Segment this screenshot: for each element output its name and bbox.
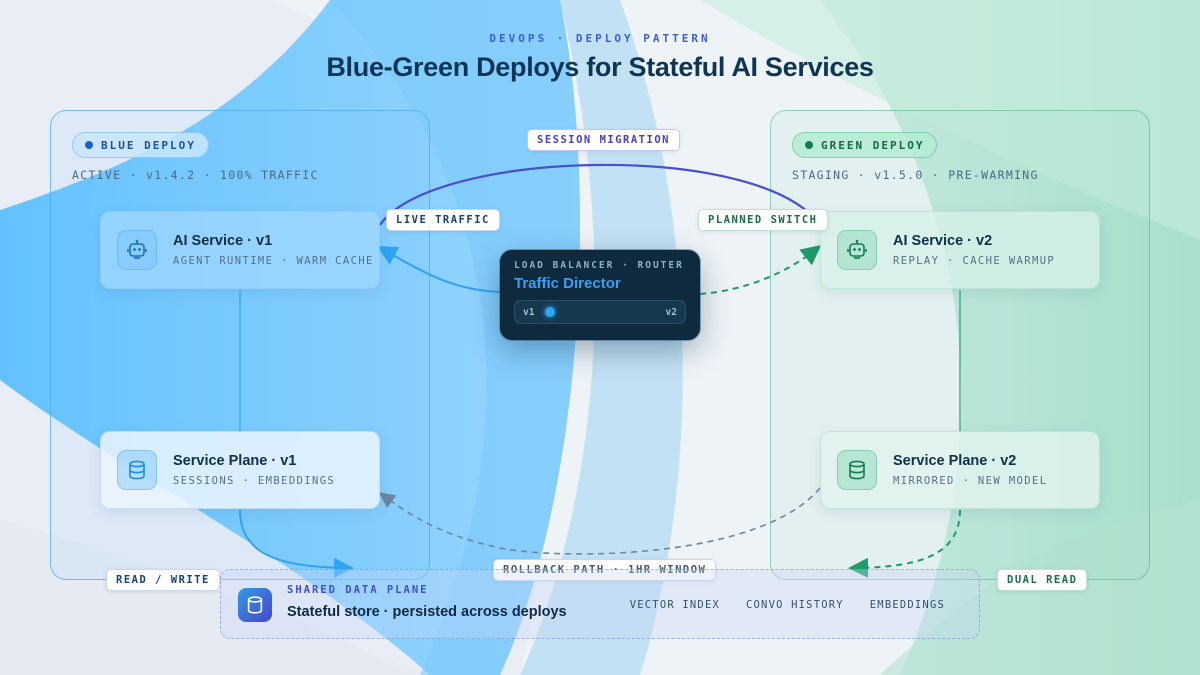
- robot-icon: [837, 230, 877, 270]
- page-eyebrow: DEVOPS · DEPLOY PATTERN: [489, 32, 711, 45]
- rollback-path-line: [378, 487, 821, 555]
- traffic-director-card[interactable]: LOAD BALANCER · ROUTER Traffic Director …: [500, 250, 700, 340]
- card-title: AI Service · v1: [173, 233, 273, 249]
- card-subtitle: MIRRORED · NEW MODEL: [893, 475, 1048, 487]
- chip-vector-index: VECTOR INDEX: [629, 599, 720, 611]
- blue-deploy-meta: ACTIVE · v1.4.2 · 100% TRAFFIC: [72, 168, 319, 182]
- database-icon: [117, 450, 157, 490]
- database-icon: [238, 588, 272, 622]
- status-dot-icon: [805, 141, 813, 149]
- card-title: Service Plane · v1: [173, 453, 297, 469]
- ai-service-v1-card[interactable]: AI Service · v1 AGENT RUNTIME · WARM CAC…: [100, 211, 380, 289]
- session-migration-tag: SESSION MIGRATION: [527, 129, 680, 151]
- shared-title: Stateful store · persisted across deploy…: [287, 604, 567, 620]
- database-icon: [837, 450, 877, 490]
- dual-read-line: [848, 509, 961, 578]
- live-traffic-tag: LIVE TRAFFIC: [386, 209, 500, 231]
- card-subtitle: REPLAY · CACHE WARMUP: [893, 255, 1056, 267]
- blue-deploy-pill: BLUE DEPLOY: [72, 132, 209, 158]
- blue-deploy-label: BLUE DEPLOY: [101, 138, 196, 152]
- read-write-tag: READ / WRITE: [106, 569, 220, 591]
- robot-icon: [117, 230, 157, 270]
- slider-label-v1: v1: [523, 306, 535, 318]
- status-dot-icon: [85, 141, 93, 149]
- session-migration-arc: [379, 163, 821, 226]
- service-plane-v1-card[interactable]: Service Plane · v1 SESSIONS · EMBEDDINGS: [100, 431, 380, 509]
- rollback-path-tag: ROLLBACK PATH · 1HR WINDOW: [493, 559, 717, 581]
- traffic-slider[interactable]: v1 v2: [514, 300, 686, 324]
- chip-convo-history: CONVO HISTORY: [746, 599, 844, 611]
- director-caption: LOAD BALANCER · ROUTER: [514, 260, 684, 271]
- card-subtitle: AGENT RUNTIME · WARM CACHE: [173, 255, 374, 267]
- planned-switch-line: [699, 245, 822, 295]
- chip-embeddings: EMBEDDINGS: [869, 599, 945, 611]
- shared-caption: SHARED DATA PLANE: [287, 584, 429, 596]
- card-subtitle: SESSIONS · EMBEDDINGS: [173, 475, 336, 487]
- service-plane-v2-card[interactable]: Service Plane · v2 MIRRORED · NEW MODEL: [820, 431, 1100, 509]
- live-traffic-line: [377, 246, 501, 293]
- card-title: Service Plane · v2: [893, 453, 1017, 469]
- read-write-line: [239, 509, 354, 578]
- shared-data-plane[interactable]: SHARED DATA PLANE Stateful store · persi…: [220, 569, 980, 639]
- card-title: AI Service · v2: [893, 233, 993, 249]
- director-title: Traffic Director: [514, 275, 621, 292]
- slider-label-v2: v2: [665, 306, 677, 318]
- page-title: Blue-Green Deploys for Stateful AI Servi…: [326, 52, 874, 82]
- green-deploy-pill: GREEN DEPLOY: [792, 132, 938, 158]
- green-deploy-meta: STAGING · v1.5.0 · PRE-WARMING: [792, 168, 1039, 182]
- green-deploy-label: GREEN DEPLOY: [821, 138, 925, 152]
- planned-switch-tag: PLANNED SWITCH: [698, 209, 828, 231]
- ai-service-v2-card[interactable]: AI Service · v2 REPLAY · CACHE WARMUP: [820, 211, 1100, 289]
- dual-read-tag: DUAL READ: [997, 569, 1088, 591]
- slider-knob[interactable]: [545, 307, 555, 317]
